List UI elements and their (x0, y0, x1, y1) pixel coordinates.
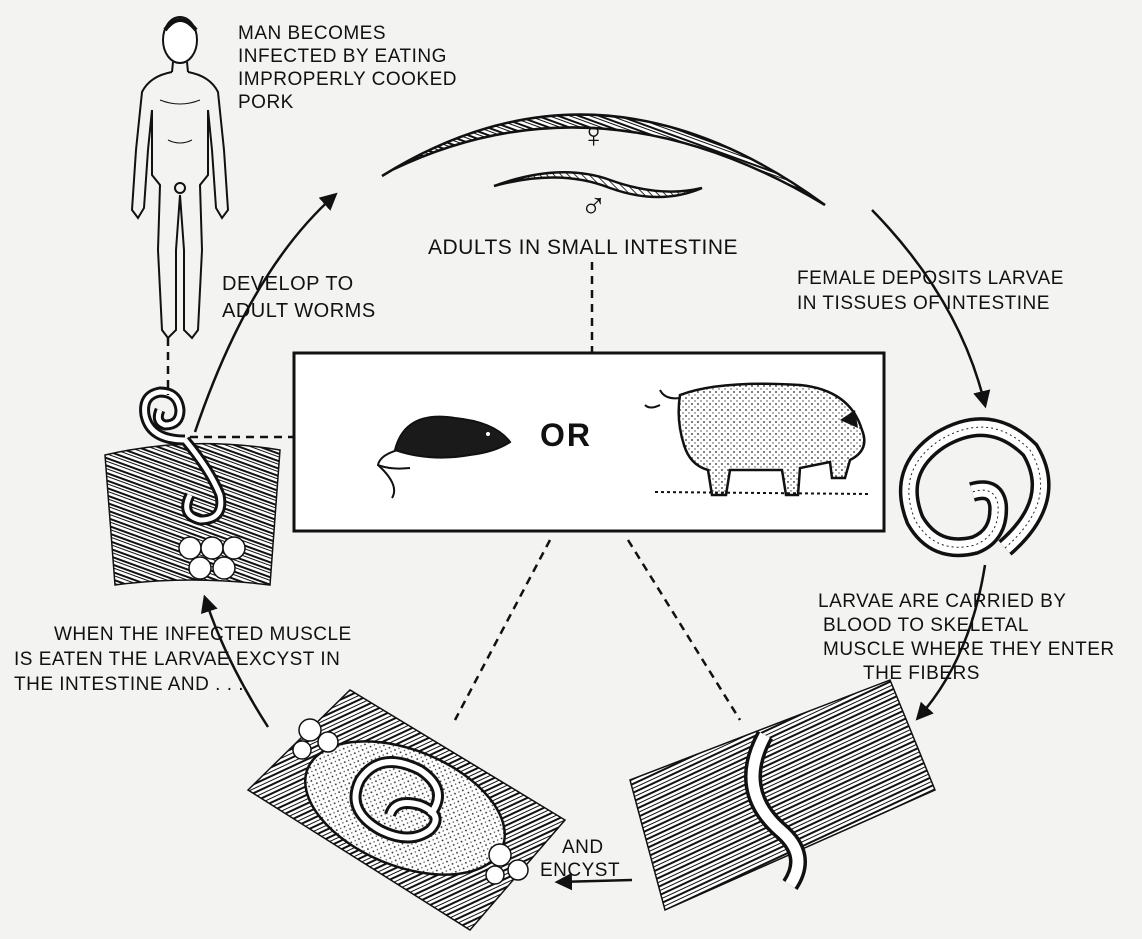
label-man-becomes-infected: MAN BECOMES INFECTED BY EATING IMPROPERL… (238, 22, 457, 114)
human-figure (132, 17, 228, 338)
or-text: OR (540, 424, 592, 447)
label-female-deposits-larvae: FEMALE DEPOSITS LARVAE IN TISSUES OF INT… (797, 266, 1064, 316)
label-infected-muscle-eaten: WHEN THE INFECTED MUSCLE IS EATEN THE LA… (14, 622, 352, 697)
label-larvae-carried-by-blood: LARVAE ARE CARRIED BY BLOOD TO SKELETAL … (818, 590, 1115, 686)
coiled-larva (909, 427, 1041, 548)
male-symbol: ♂ (580, 188, 608, 224)
female-symbol: ♀ (580, 117, 608, 153)
label-adults-in-small-intestine: ADULTS IN SMALL INTESTINE (428, 236, 738, 259)
label-develop-to-adult-worms: DEVELOP TO ADULT WORMS (222, 271, 376, 325)
label-and-encyst: AND ENCYST (540, 836, 620, 882)
larva-excysting-intestine (105, 392, 280, 585)
muscle-fibers-with-larva (630, 680, 935, 910)
encysted-larva-cyst (248, 690, 565, 930)
